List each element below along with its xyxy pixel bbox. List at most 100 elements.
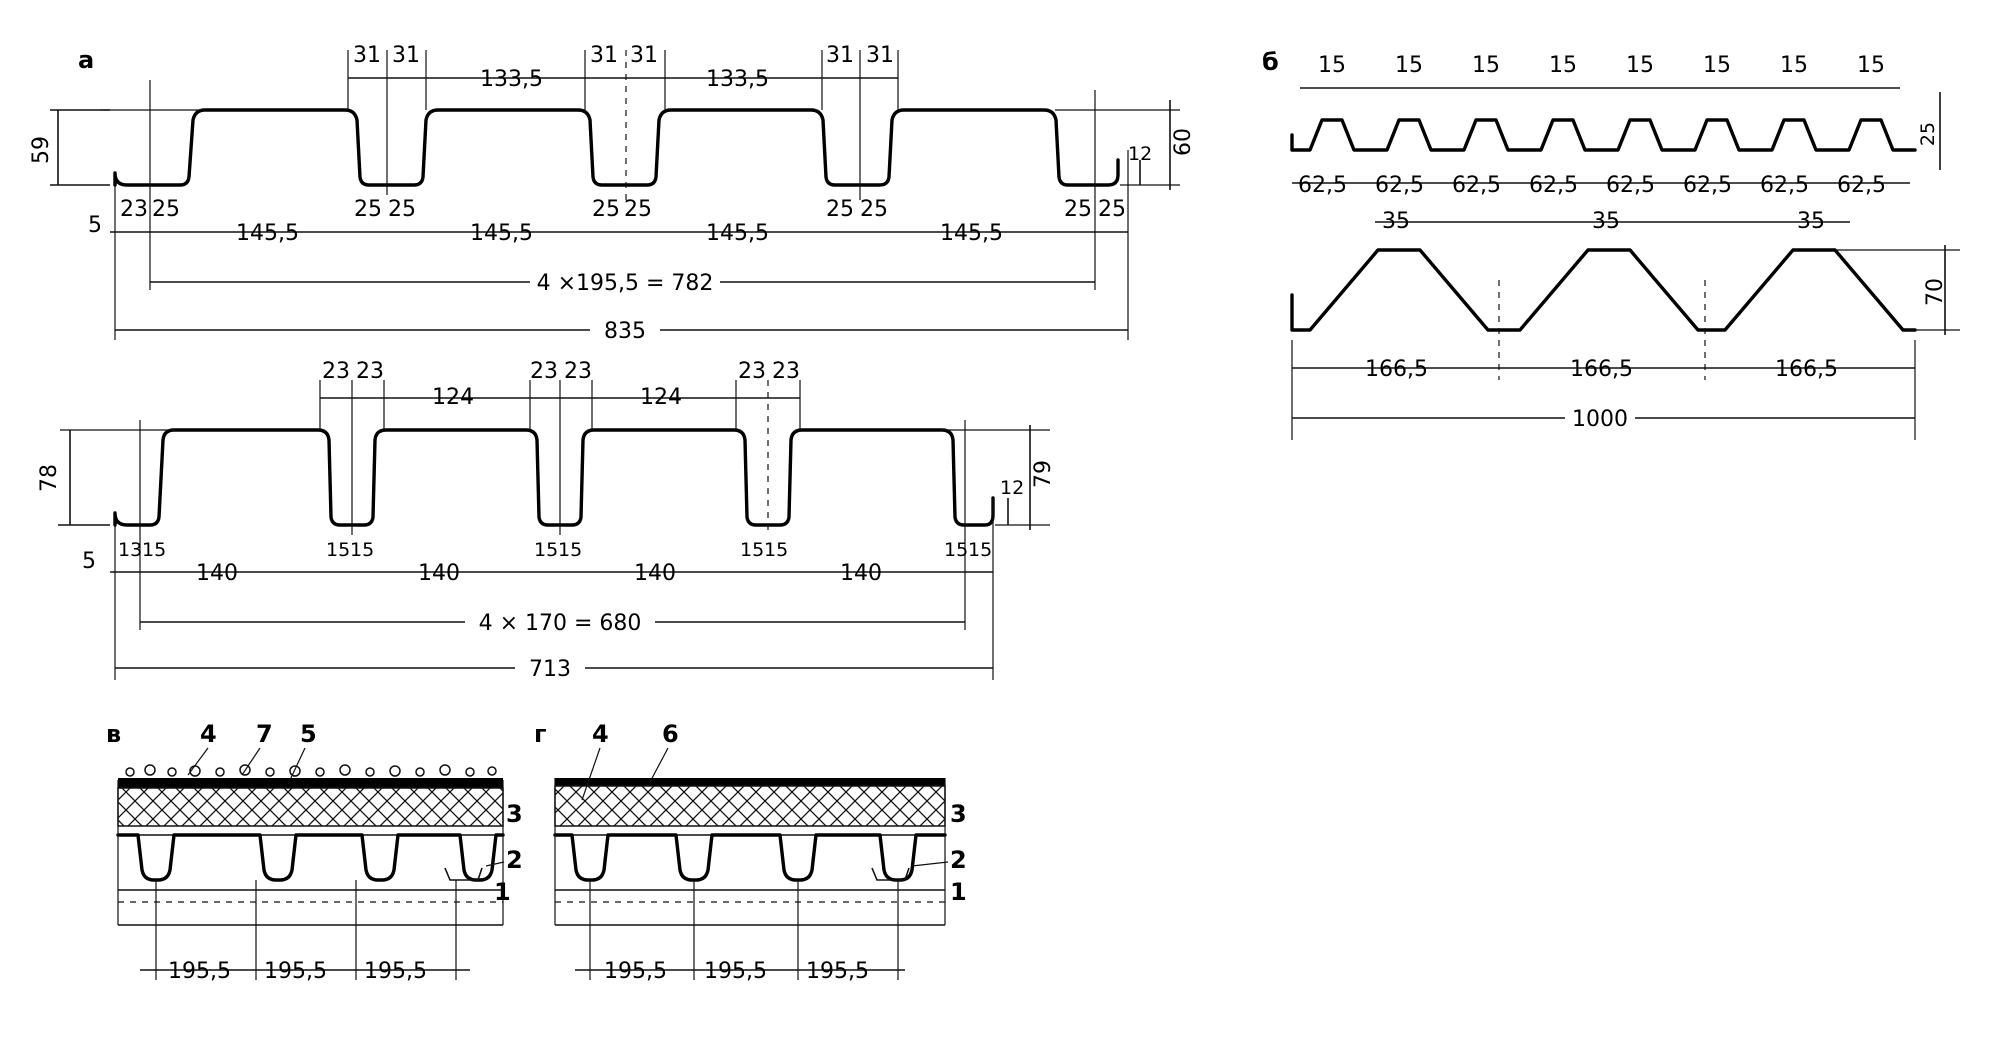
- panel-a-profile-1: 59 60 12 5 31 31 133,5 31 31 133,5 31 31…: [29, 43, 1196, 344]
- panel-g-pitch-1: 195,5: [604, 959, 667, 984]
- p1-top-dim-2: 31: [392, 43, 420, 68]
- b2-overall: 1000: [1572, 407, 1628, 432]
- p1-bot-dim-14: 25: [1098, 197, 1126, 222]
- panel-g-callout-6: 6: [662, 720, 679, 748]
- panel-b-profile-2: 35 35 35 70 166,5 166,5 166,5 1000: [1290, 209, 1960, 440]
- b1-pitch-6: 62,5: [1683, 173, 1732, 198]
- p2-top-dim-7: 23: [738, 359, 766, 384]
- panel-v-pitch-1: 195,5: [168, 959, 231, 984]
- p1-bot-dim-5: 25: [388, 197, 416, 222]
- p1-top-dim-7: 31: [826, 43, 854, 68]
- p2-top-dim-4: 23: [530, 359, 558, 384]
- b1-top-dim-6: 15: [1703, 53, 1731, 78]
- b1-top-dims: 15 15 15 15 15 15 15 15: [1318, 53, 1885, 78]
- p2-bot-dim-10: 15: [740, 539, 764, 561]
- panel-v: в 4 7 5 3 2 1: [106, 720, 523, 984]
- panel-g-deck-profile: [553, 833, 947, 882]
- p2-bot-dim-13: 15: [944, 539, 968, 561]
- panel-v-callout-7: 7: [256, 720, 273, 748]
- b1-top-dim-8: 15: [1857, 53, 1885, 78]
- p2-top-dim-5: 23: [564, 359, 592, 384]
- p1-bot-dim-9: 145,5: [706, 221, 769, 246]
- p2-bot-dim-2: 15: [142, 539, 166, 561]
- panel-g: г 4 6 3 2 1 195,5 195,5 195,5: [534, 720, 967, 984]
- p1-top-dim-3: 133,5: [480, 67, 543, 92]
- p1-bot-dim-3: 145,5: [236, 221, 299, 246]
- b2-top-dim-3: 35: [1797, 209, 1825, 234]
- p2-edge: 5: [82, 549, 96, 574]
- membrane-layer: [555, 778, 945, 786]
- b1-top-dim-5: 15: [1626, 53, 1654, 78]
- p2-top-dim-3: 124: [432, 385, 474, 410]
- p1-top-dim-6: 133,5: [706, 67, 769, 92]
- insulation-layer-g: [554, 785, 946, 827]
- b2-height: 70: [1923, 278, 1948, 306]
- panel-a-letter: а: [78, 46, 94, 74]
- p2-bot-dim-7: 15: [534, 539, 558, 561]
- b2-pitch-2: 166,5: [1570, 357, 1633, 382]
- panel-v-pitch-extension: [155, 880, 457, 980]
- p2-bot-dim-4: 15: [326, 539, 350, 561]
- p2-bot-dim-9: 140: [634, 561, 676, 586]
- insulation-layer: [117, 787, 504, 827]
- p1-height-left: 59: [29, 136, 54, 164]
- b1-top-dim-3: 15: [1472, 53, 1500, 78]
- p1-bot-dim-2: 25: [152, 197, 180, 222]
- panel-v-pitch-3: 195,5: [364, 959, 427, 984]
- panel-b-profile-1: 15 15 15 15 15 15 15 15 25 62,5 62,5 62,…: [1290, 53, 1941, 198]
- p2-overall: 713: [529, 657, 571, 682]
- p1-pitch-total: 4 ×195,5 = 782: [537, 271, 714, 296]
- p2-bot-dim-14: 15: [968, 539, 992, 561]
- panel-b: б 15 15 15 15 15 15 15 15 25 62,5 62,5 6…: [1262, 48, 1960, 440]
- panel-v-callout-1: 1: [494, 878, 511, 906]
- p1-bot-dim-6: 145,5: [470, 221, 533, 246]
- p2-top-dim-8: 23: [772, 359, 800, 384]
- p2-top-dim-6: 124: [640, 385, 682, 410]
- b2-pitch-3: 166,5: [1775, 357, 1838, 382]
- p1-top-dim-1: 31: [353, 43, 381, 68]
- p2-bot-dim-8: 15: [558, 539, 582, 561]
- p2-top-dim-2: 23: [356, 359, 384, 384]
- p1-overall: 835: [604, 319, 646, 344]
- p2-bot-dim-6: 140: [418, 561, 460, 586]
- b2-top-dim-1: 35: [1382, 209, 1410, 234]
- gravel-stones: [125, 764, 497, 777]
- p1-edge: 5: [88, 213, 102, 238]
- panel-v-deck-profile: [116, 833, 505, 882]
- p2-top-dim-1: 23: [322, 359, 350, 384]
- p2-bot-dim-5: 15: [350, 539, 374, 561]
- p1-top-dim-4: 31: [590, 43, 618, 68]
- p2-bot-dim-11: 15: [764, 539, 788, 561]
- b1-top-dim-1: 15: [1318, 53, 1346, 78]
- p2-height-left: 78: [37, 464, 62, 492]
- panel-g-callout-1: 1: [950, 878, 967, 906]
- panel-a-profile-2: 78 79 12 5 23 23 124 23 23 124 23 23 13 …: [37, 359, 1056, 682]
- p2-bot-dim-1: 13: [118, 539, 142, 561]
- profile-1-extension-lines: [100, 50, 1180, 340]
- profile-1-section: [113, 108, 1120, 187]
- b1-height: 25: [1917, 122, 1939, 146]
- p1-bot-dim-4: 25: [354, 197, 382, 222]
- p1-bot-dim-1: 23: [120, 197, 148, 222]
- panel-g-pitch-extension: [589, 880, 899, 980]
- panel-v-callout-5: 5: [300, 720, 317, 748]
- profile-b2-section: [1290, 248, 1917, 332]
- panel-v-pitch-2: 195,5: [264, 959, 327, 984]
- b1-top-dim-4: 15: [1549, 53, 1577, 78]
- panel-g-letter: г: [534, 720, 547, 748]
- panel-v-letter: в: [106, 720, 121, 748]
- b1-pitch-1: 62,5: [1298, 173, 1347, 198]
- p2-lip: 12: [1000, 477, 1024, 499]
- panel-g-callout-2: 2: [950, 846, 967, 874]
- p2-height-right: 79: [1031, 460, 1056, 488]
- p2-bot-dim-12: 140: [840, 561, 882, 586]
- p1-top-dim-8: 31: [866, 43, 894, 68]
- gravel-layer: [118, 778, 503, 788]
- p1-bot-dim-11: 25: [860, 197, 888, 222]
- panel-g-pitch-3: 195,5: [806, 959, 869, 984]
- b1-top-dim-7: 15: [1780, 53, 1808, 78]
- p1-bot-dim-10: 25: [826, 197, 854, 222]
- p1-height-right: 60: [1171, 128, 1196, 156]
- b1-pitch-2: 62,5: [1375, 173, 1424, 198]
- panel-v-callout-4: 4: [200, 720, 217, 748]
